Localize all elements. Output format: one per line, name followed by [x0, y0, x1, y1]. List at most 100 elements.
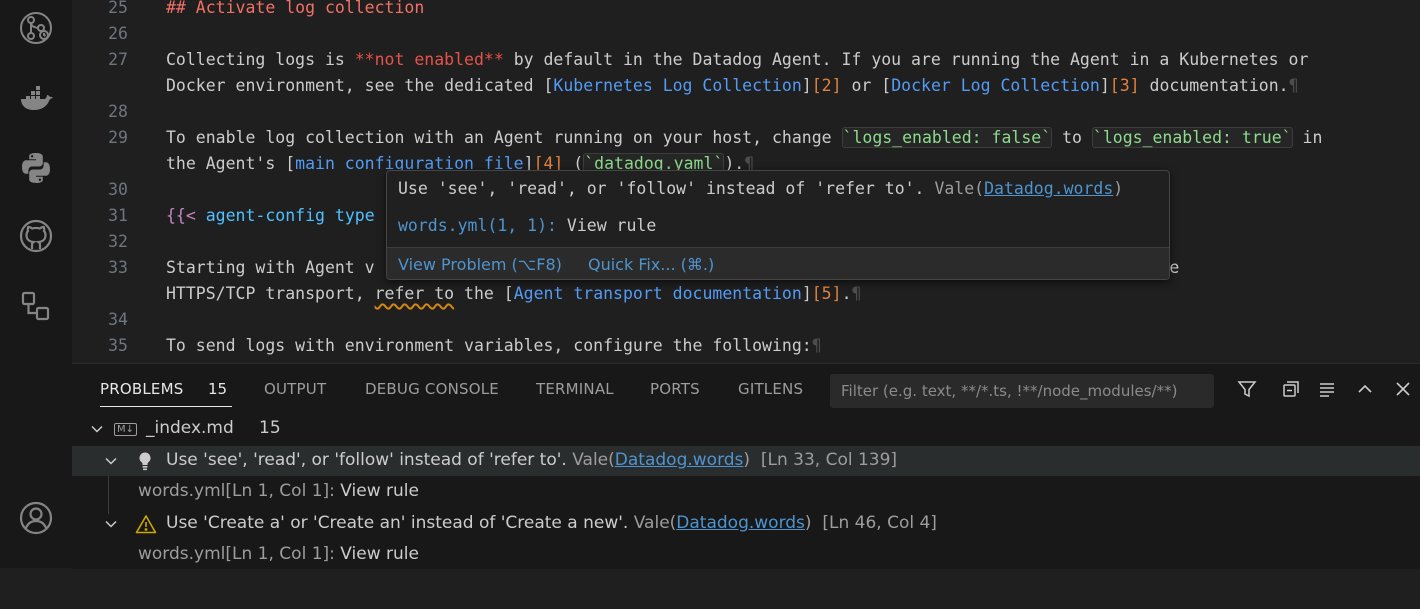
chevron-down-icon[interactable] [90, 422, 104, 436]
code-token: **not enabled** [354, 50, 504, 69]
code-token: or [ [841, 76, 892, 95]
editor-line[interactable]: 29 To enable log collection with an Agent… [72, 125, 1420, 151]
tab-terminal[interactable]: TERMINAL [536, 380, 614, 398]
problem-row[interactable]: Use 'Create a' or 'Create an' instead of… [72, 509, 1420, 539]
chevron-down-icon[interactable] [104, 454, 118, 468]
lightbulb-icon[interactable] [136, 451, 154, 471]
collapse-all-icon[interactable] [1280, 378, 1302, 400]
view-problem-link[interactable]: View Problem (⌥F8) [398, 255, 562, 274]
chevron-down-icon[interactable] [104, 517, 118, 531]
problems-count-badge: 15 [208, 380, 228, 398]
hover-view-rule-link[interactable]: View rule [556, 216, 657, 235]
code-token: ] [523, 154, 534, 173]
code-token: To enable log collection with an Agent r… [166, 128, 842, 147]
line-number: 26 [108, 24, 128, 43]
hover-source: Vale(Datadog.words) [934, 179, 1123, 198]
related-info-row[interactable]: words.yml[Ln 1, Col 1]: View rule [72, 477, 1420, 507]
code-token: ] [1099, 76, 1110, 95]
line-number: 28 [108, 102, 128, 121]
code-token: ¶ [811, 336, 822, 355]
active-tab-indicator [100, 406, 232, 407]
problem-source-prefix: Vale( [572, 450, 615, 470]
tab-problems[interactable]: PROBLEMS [100, 380, 184, 398]
close-panel-icon[interactable] [1392, 378, 1414, 400]
code-token: ¶ [1288, 76, 1299, 95]
tab-debug-console[interactable]: DEBUG CONSOLE [365, 380, 499, 398]
code-token: refer to [374, 284, 455, 303]
hover-message-text: Use 'see', 'read', or 'follow' instead o… [398, 179, 935, 198]
github-icon[interactable] [16, 216, 56, 256]
code-token: `logs_enabled: false` [841, 127, 1053, 148]
line-content: ## Activate log collection [166, 0, 424, 21]
tab-gitlens[interactable]: GITLENS [738, 380, 804, 398]
quick-fix-link[interactable]: Quick Fix... (⌘.) [588, 255, 715, 274]
editor-line[interactable]: 35 To send logs with environment variable… [72, 333, 1420, 359]
warning-icon [135, 515, 157, 534]
hover-source-link[interactable]: Datadog.words [984, 179, 1114, 198]
filter-icon[interactable] [1236, 378, 1258, 400]
code-token: [2] [811, 76, 842, 95]
editor-line[interactable]: Docker environment, see the dedicated [K… [72, 73, 1420, 99]
markdown-file-icon: M↓ [114, 423, 138, 436]
code-token: by default in the Datadog Agent. If you … [503, 50, 1309, 69]
hover-status-bar: View Problem (⌥F8) Quick Fix... (⌘.) [387, 247, 1169, 279]
code-token: To send logs with environment variables,… [166, 336, 812, 355]
editor-line[interactable]: 28 [72, 99, 1420, 125]
related-info-row[interactable]: words.yml[Ln 1, Col 1]: View rule [72, 540, 1420, 570]
view-rule-link[interactable]: View rule [334, 544, 419, 564]
account-icon[interactable] [16, 498, 56, 538]
editor-line[interactable]: 26 [72, 21, 1420, 47]
code-token: ## Activate log collection [166, 0, 425, 17]
rule-file-link[interactable]: words.yml[Ln 1, Col 1]: [138, 544, 335, 564]
editor-line[interactable]: 30 [72, 177, 1420, 203]
code-token: ] [801, 284, 812, 303]
activity-bar [0, 0, 72, 568]
code-token: documentation. [1139, 76, 1289, 95]
hover-rule-line: words.yml(1, 1): View rule [398, 216, 656, 235]
editor-line[interactable]: 32 [72, 229, 1420, 255]
remote-explorer-icon[interactable] [16, 286, 56, 326]
tab-output[interactable]: OUTPUT [264, 380, 327, 398]
editor-line[interactable]: the Agent's [main configuration file][4]… [72, 151, 1420, 177]
line-number: 25 [108, 0, 128, 17]
python-icon[interactable] [16, 148, 56, 188]
problems-file-row[interactable]: M↓ _index.md 15 [72, 414, 1420, 444]
view-as-list-icon[interactable] [1316, 378, 1338, 400]
code-token: `datadog.yaml` [583, 153, 725, 174]
code-token: ). [724, 154, 745, 173]
source-control-icon[interactable] [16, 8, 56, 48]
code-token: Docker environment, see the dedicated [ [166, 76, 554, 95]
view-rule-link[interactable]: View rule [334, 481, 419, 501]
editor-line[interactable]: 34 [72, 307, 1420, 333]
line-number: 29 [108, 128, 128, 147]
hover-source-prefix: Vale( [934, 179, 985, 198]
editor-line[interactable]: 25 ## Activate log collection [72, 0, 1420, 21]
code-token: ( [563, 154, 584, 173]
hover-rule-file-link[interactable]: words.yml(1, 1): [398, 216, 557, 235]
code-token: Docker Log Collection [891, 76, 1100, 95]
bottom-panel: PROBLEMS 15 OUTPUT DEBUG CONSOLE TERMINA… [72, 363, 1420, 569]
hover-message: Use 'see', 'read', or 'follow' instead o… [398, 179, 1123, 198]
line-number: 35 [108, 336, 128, 355]
problem-source-suffix: ) [743, 450, 751, 470]
rule-file-link[interactable]: words.yml[Ln 1, Col 1]: [138, 481, 335, 501]
filter-input[interactable] [839, 380, 1203, 402]
hover-source-suffix: ) [1113, 179, 1124, 198]
problem-source-link[interactable]: Datadog.words [614, 450, 744, 470]
tab-ports[interactable]: PORTS [650, 380, 700, 398]
line-content: Docker environment, see the dedicated [K… [166, 73, 1299, 99]
problem-location: [Ln 46, Col 4] [822, 513, 937, 533]
editor-line[interactable]: HTTPS/TCP transport, refer to the [Agent… [72, 281, 1420, 307]
line-number: 30 [108, 180, 128, 199]
line-number: 31 [108, 206, 128, 225]
problem-source-link[interactable]: Datadog.words [676, 513, 805, 533]
docker-icon[interactable] [16, 80, 56, 120]
problem-message: Use 'see', 'read', or 'follow' instead o… [166, 450, 567, 470]
maximize-panel-icon[interactable] [1354, 378, 1376, 400]
problem-message: Use 'Create a' or 'Create an' instead of… [166, 513, 629, 533]
problem-row[interactable]: Use 'see', 'read', or 'follow' instead o… [72, 446, 1420, 476]
code-token: the [ [454, 284, 514, 303]
code-token: ¶ [851, 284, 862, 303]
